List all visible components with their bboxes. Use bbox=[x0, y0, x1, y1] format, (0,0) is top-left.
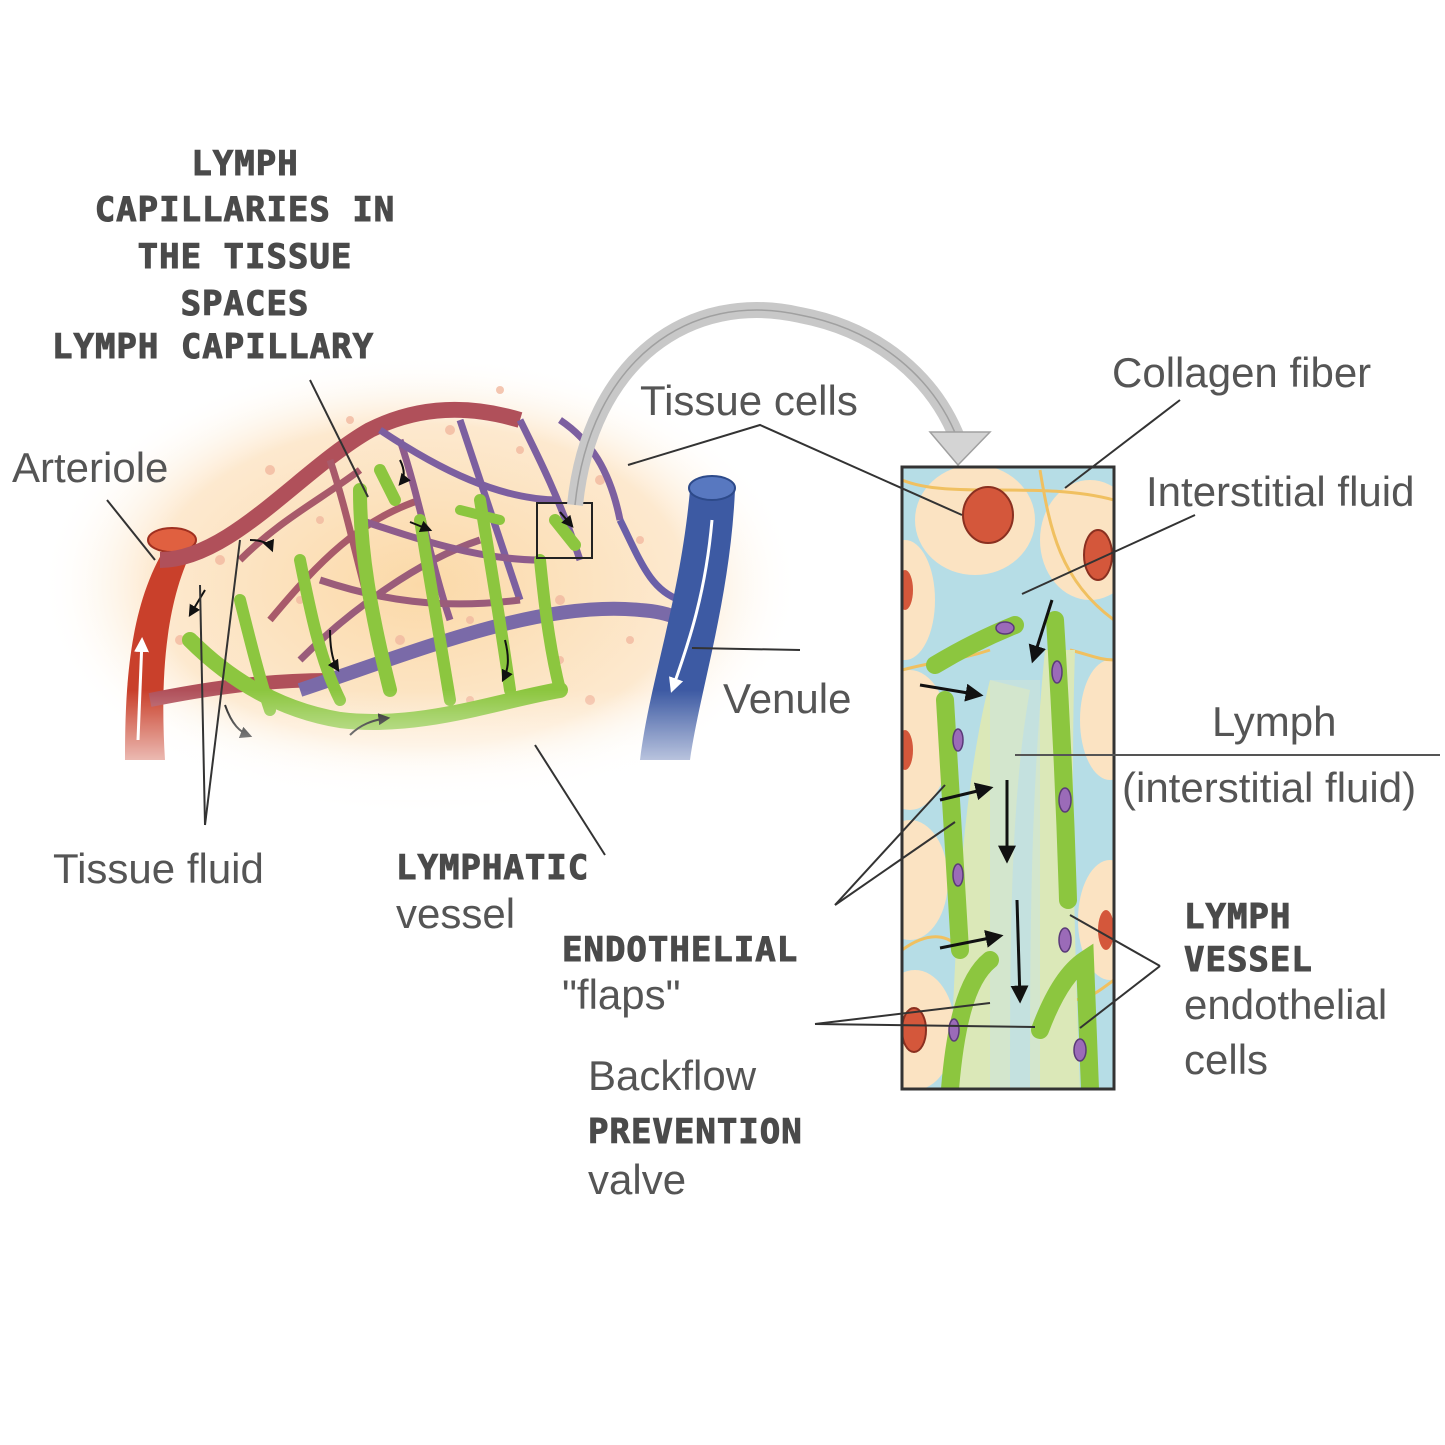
title-line-4: SPACES bbox=[180, 284, 310, 324]
endothelial-cells-label-1: endothelial bbox=[1184, 981, 1388, 1028]
flaps-label: "flaps" bbox=[562, 971, 681, 1018]
endothelial-cells-label-2: cells bbox=[1184, 1036, 1269, 1083]
title-line-3: THE TISSUE bbox=[137, 237, 353, 277]
leader-lines bbox=[106, 379, 1440, 1029]
venule-label: Venule bbox=[723, 675, 852, 722]
lymph-label: Lymph bbox=[1212, 698, 1337, 745]
arteriole-label: Arteriole bbox=[12, 444, 169, 491]
tissue-fluid-label: Tissue fluid bbox=[53, 845, 264, 892]
lymph-vessel-label-1: LYMPH bbox=[1183, 897, 1292, 937]
vessel-label: vessel bbox=[396, 890, 516, 937]
lymph-capillary-label: LYMPH CAPILLARY bbox=[51, 327, 375, 367]
lymph-interstitial-label: (interstitial fluid) bbox=[1122, 764, 1417, 811]
title-line-2: CAPILLARIES IN bbox=[94, 190, 396, 230]
interstitial-fluid-label: Interstitial fluid bbox=[1146, 468, 1415, 515]
lymphatic-label: LYMPHATIC bbox=[395, 848, 590, 888]
lymph-vessel-label-2: VESSEL bbox=[1184, 940, 1313, 980]
zoom-box bbox=[536, 502, 593, 559]
valve-label: valve bbox=[588, 1156, 687, 1203]
title-line-1: LYMPH bbox=[191, 144, 299, 184]
collagen-fiber-label: Collagen fiber bbox=[1112, 349, 1372, 396]
blood-capillary-network bbox=[237, 417, 682, 663]
endothelial-label: ENDOTHELIAL bbox=[561, 930, 799, 970]
backflow-label: Backflow bbox=[588, 1052, 757, 1099]
tissue-cells-label: Tissue cells bbox=[640, 377, 858, 424]
enlargement-arrow bbox=[567, 302, 992, 506]
enlarged-view bbox=[900, 465, 1116, 1091]
prevention-label: PREVENTION bbox=[588, 1112, 803, 1152]
